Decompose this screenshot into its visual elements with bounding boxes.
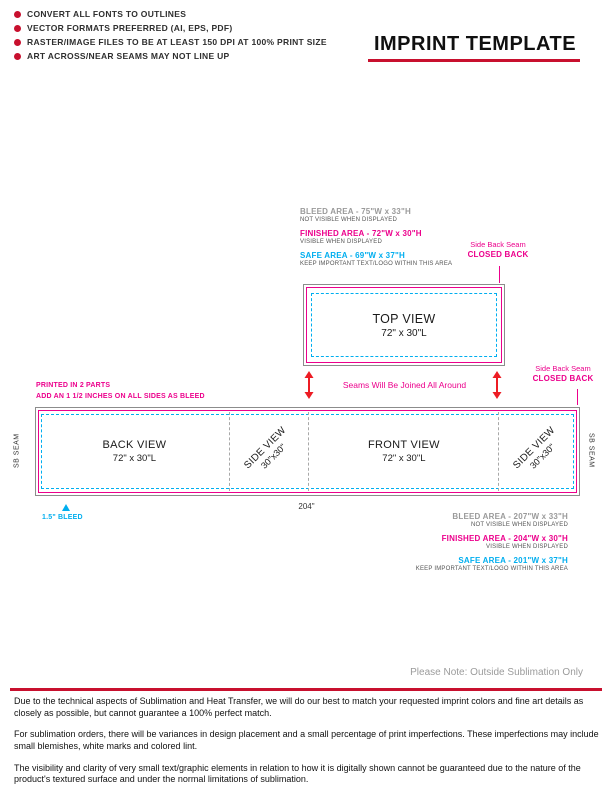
- seam-pointer-line: [499, 266, 500, 283]
- panel-back-view: BACK VIEW 72" x 30"L: [40, 412, 229, 491]
- seams-joined-note: Seams Will Be Joined All Around: [342, 380, 467, 390]
- sublimation-note: Please Note: Outside Sublimation Only: [410, 667, 583, 678]
- panel-front-view: FRONT VIEW 72" x 30"L: [308, 412, 498, 491]
- top-view-label-group: TOP VIEW 72" x 30"L: [304, 285, 504, 365]
- panel-row: BACK VIEW 72" x 30"L SIDE VIEW 30"x30" F…: [40, 412, 575, 491]
- bullet-dot-icon: [14, 10, 21, 18]
- bleed-callout: 1.5" BLEED: [42, 514, 83, 521]
- finished-area-label: FINISHED AREA - 72"W x 30"H: [300, 229, 422, 238]
- panel-size: 72" x 30"L: [112, 453, 156, 464]
- sb-seam-label-right: SB SEAM: [587, 433, 595, 468]
- panel-name: BACK VIEW: [102, 439, 167, 451]
- seam-label: Side Back Seam: [535, 364, 591, 373]
- page-title: IMPRINT TEMPLATE: [373, 33, 577, 55]
- bullet-text: VECTOR FORMATS PREFERRED (AI, EPS, PDF): [27, 23, 233, 33]
- panel-size: 72" x 30"L: [382, 453, 426, 464]
- panel-side-view: SIDE VIEW 30"x30": [498, 412, 578, 491]
- bleed-area-label: BLEED AREA - 207"W x 33"H: [452, 512, 568, 521]
- spec-bullet-list: CONVERT ALL FONTS TO OUTLINES VECTOR FOR…: [14, 9, 327, 65]
- bullet-dot-icon: [14, 24, 21, 32]
- seam-label: Side Back Seam: [470, 240, 526, 249]
- finished-area-note: VISIBLE WHEN DISPLAYED: [300, 239, 382, 245]
- safe-area-label: SAFE AREA - 69"W x 37"H: [300, 251, 405, 260]
- side-back-seam-callout-bottom: Side Back Seam CLOSED BACK: [528, 364, 598, 383]
- safe-area-note: KEEP IMPORTANT TEXT/LOGO WITHIN THIS ARE…: [415, 566, 568, 572]
- title-underline: [368, 59, 580, 62]
- seam-pointer-line: [577, 389, 578, 405]
- disclaimer-paragraph: For sublimation orders, there will be va…: [14, 729, 599, 752]
- panel-side-view: SIDE VIEW 30"x30": [228, 412, 309, 491]
- bullet-dot-icon: [14, 52, 21, 60]
- seam-join-arrow-icon: [491, 371, 503, 404]
- spec-bullet: ART ACROSS/NEAR SEAMS MAY NOT LINE UP: [14, 51, 327, 61]
- bullet-text: RASTER/IMAGE FILES TO BE AT LEAST 150 DP…: [27, 37, 327, 47]
- flat-view-area-labels: BLEED AREA - 207"W x 33"H NOT VISIBLE WH…: [416, 512, 568, 578]
- spec-bullet: RASTER/IMAGE FILES TO BE AT LEAST 150 DP…: [14, 37, 327, 47]
- side-back-seam-callout-top: Side Back Seam CLOSED BACK: [461, 240, 535, 259]
- disclaimer-paragraph: Due to the technical aspects of Sublimat…: [14, 696, 584, 718]
- printed-parts-note: PRINTED IN 2 PARTS ADD AN 1 1/2 INCHES O…: [36, 381, 205, 403]
- safe-area-note: KEEP IMPORTANT TEXT/LOGO WITHIN THIS ARE…: [300, 261, 453, 267]
- bleed-arrow-icon: [62, 504, 70, 511]
- disclaimer-paragraph: The visibility and clarity of very small…: [14, 762, 581, 785]
- flat-layout-box: BACK VIEW 72" x 30"L SIDE VIEW 30"x30" F…: [35, 407, 580, 496]
- view-name: TOP VIEW: [372, 311, 436, 326]
- rotated-label: SIDE VIEW 30"x30": [512, 424, 566, 478]
- spec-bullet: VECTOR FORMATS PREFERRED (AI, EPS, PDF): [14, 23, 327, 33]
- sb-seam-label-left: SB SEAM: [13, 433, 21, 468]
- printed-note-line2: ADD AN 1 1/2 INCHES ON ALL SIDES AS BLEE…: [36, 392, 205, 400]
- panel-name: FRONT VIEW: [367, 439, 440, 451]
- view-size: 72" x 30"L: [381, 327, 427, 339]
- bullet-text: ART ACROSS/NEAR SEAMS MAY NOT LINE UP: [27, 51, 230, 61]
- finished-area-note: VISIBLE WHEN DISPLAYED: [486, 544, 568, 550]
- total-width-dimension: 204": [298, 502, 315, 511]
- bleed-area-note: NOT VISIBLE WHEN DISPLAYED: [300, 217, 398, 223]
- rotated-label: SIDE VIEW 30"x30": [242, 424, 296, 478]
- bullet-text: CONVERT ALL FONTS TO OUTLINES: [27, 9, 187, 19]
- seam-join-arrow-icon: [303, 371, 315, 404]
- footer-divider: [10, 688, 602, 691]
- bleed-area-label: BLEED AREA - 75"W x 33"H: [300, 207, 411, 216]
- top-view-area-labels: BLEED AREA - 75"W x 33"H NOT VISIBLE WHE…: [300, 207, 452, 273]
- top-view-box: TOP VIEW 72" x 30"L: [303, 284, 505, 366]
- spec-bullet: CONVERT ALL FONTS TO OUTLINES: [14, 9, 327, 19]
- bullet-dot-icon: [14, 38, 21, 46]
- printed-note-line1: PRINTED IN 2 PARTS: [36, 382, 111, 389]
- disclaimer-block: Due to the technical aspects of Sublimat…: [14, 696, 600, 792]
- bleed-area-note: NOT VISIBLE WHEN DISPLAYED: [470, 522, 568, 528]
- seam-type-label: CLOSED BACK: [467, 250, 529, 259]
- safe-area-label: SAFE AREA - 201"W x 37"H: [458, 556, 568, 565]
- seam-type-label: CLOSED BACK: [532, 374, 594, 383]
- finished-area-label: FINISHED AREA - 204"W x 30"H: [441, 534, 568, 543]
